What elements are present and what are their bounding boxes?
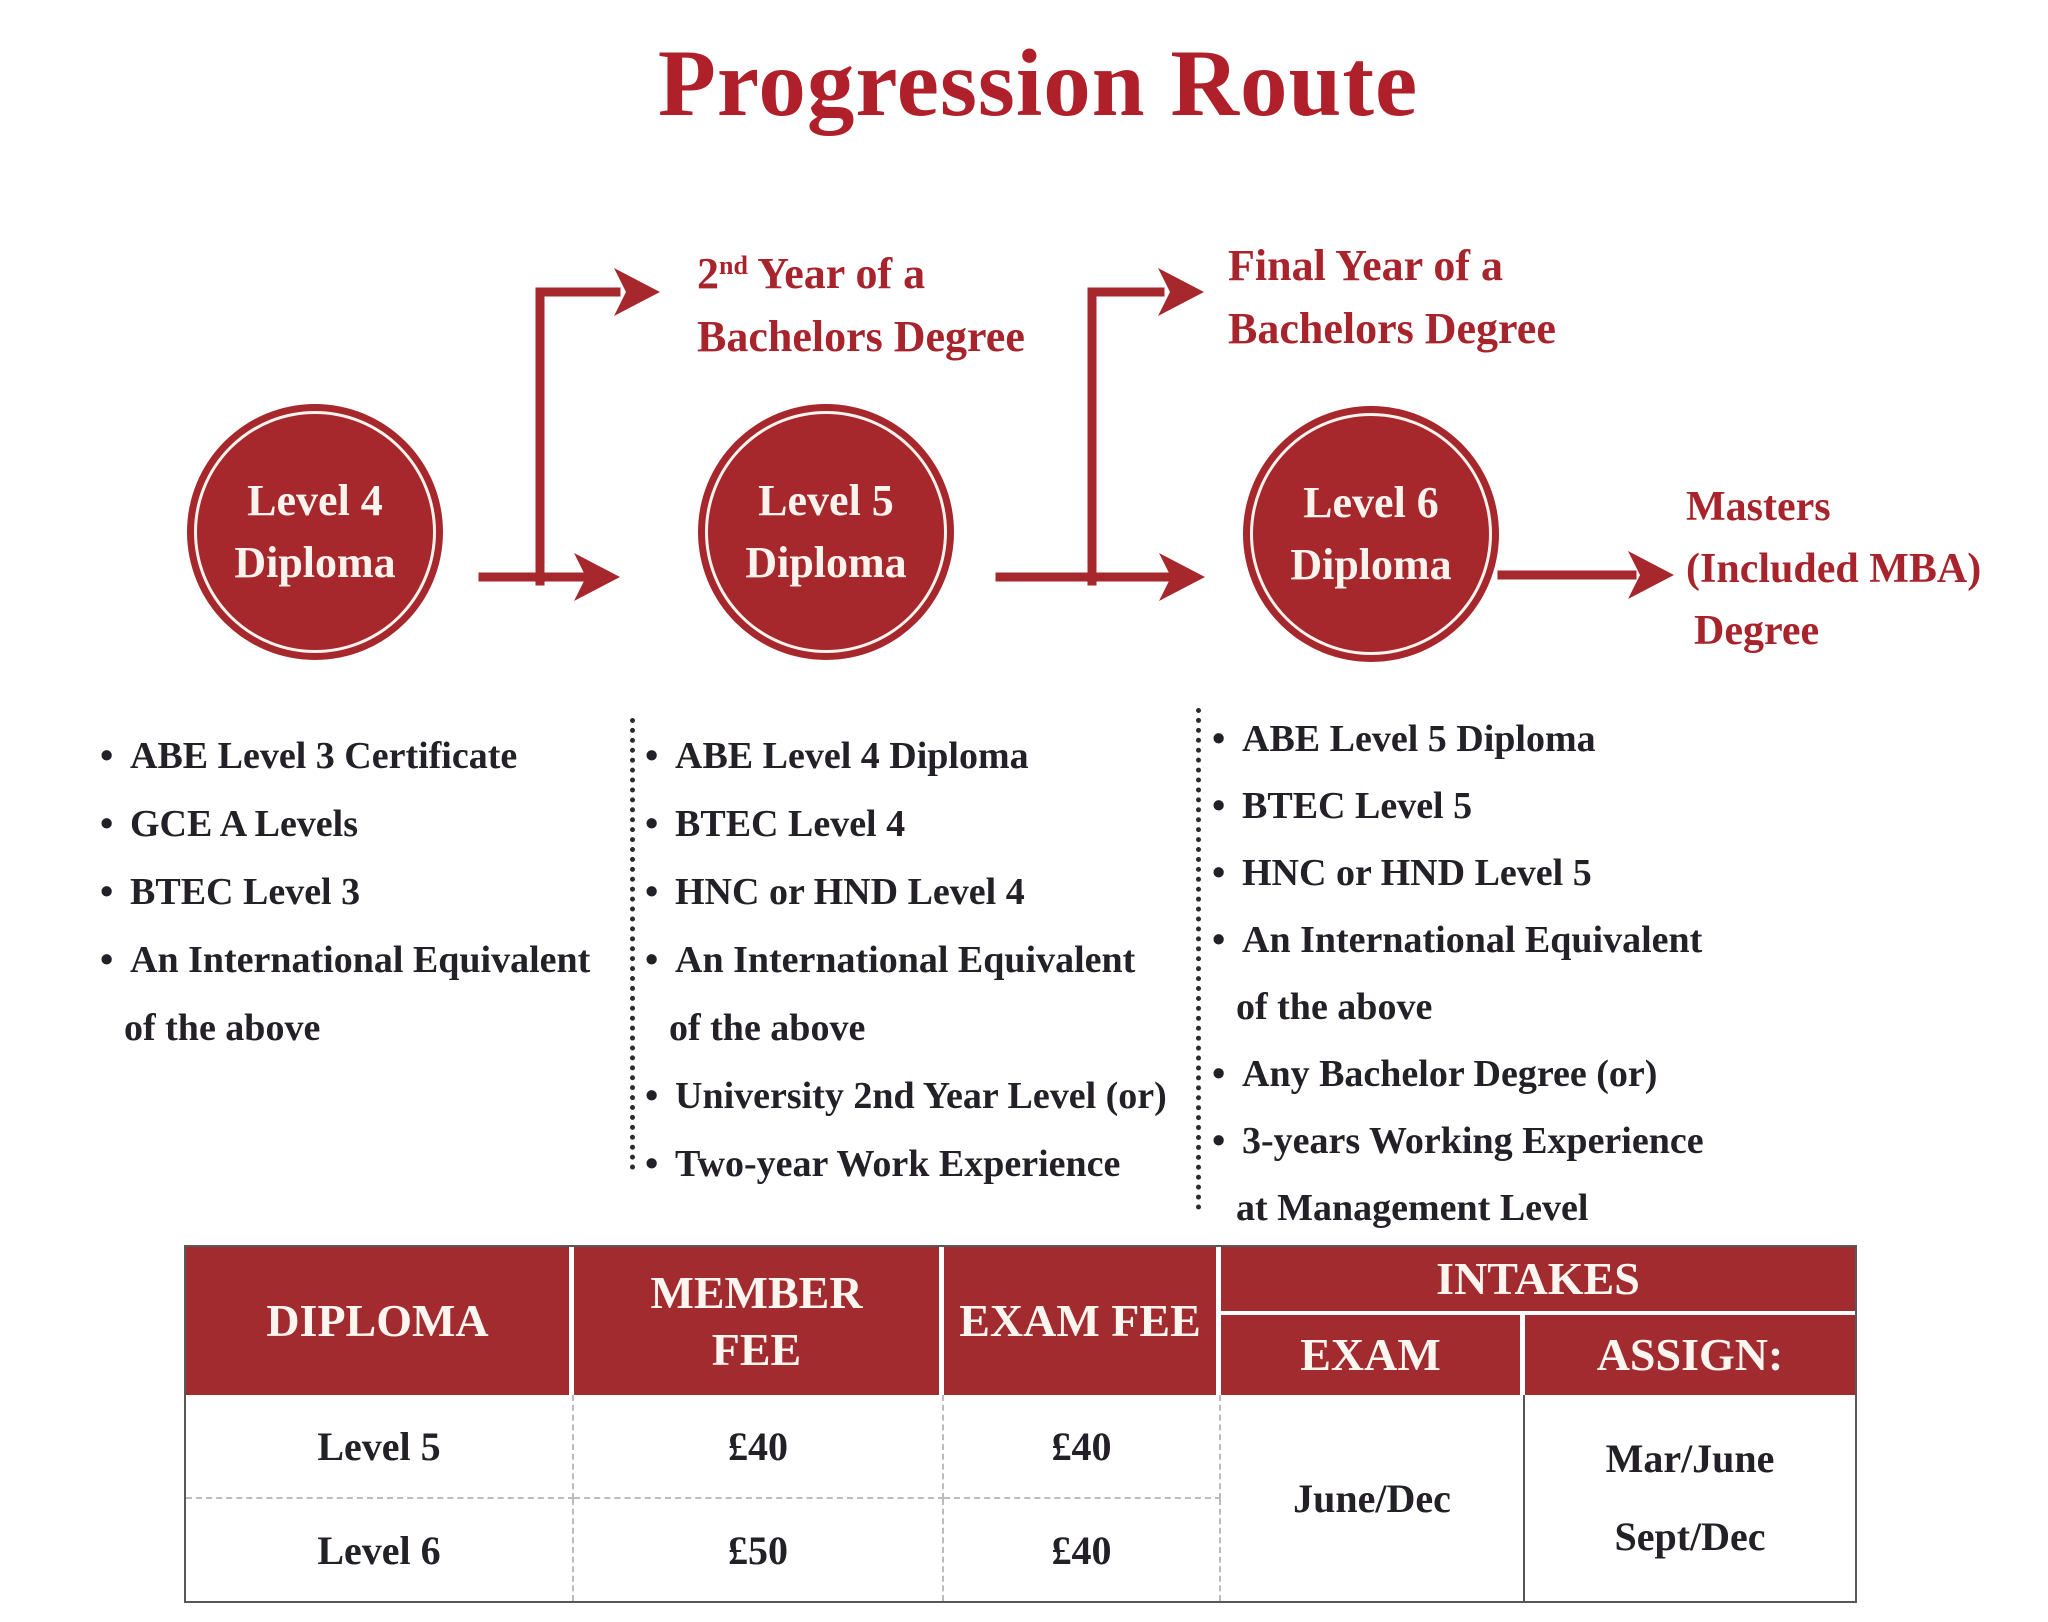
requirement-item: An International Equivalent: [645, 926, 1167, 994]
ordinal-superscript: nd: [719, 251, 748, 280]
circle-label-line2: Diploma: [1290, 540, 1452, 589]
circle-label-line2: Diploma: [745, 538, 907, 587]
header-intakes: INTAKES: [1221, 1247, 1855, 1315]
header-diploma: DIPLOMA: [186, 1247, 574, 1395]
header-member-fee: MEMBER FEE: [574, 1247, 944, 1395]
requirement-item: Any Bachelor Degree (or): [1212, 1041, 1704, 1108]
requirement-item-continuation: of the above: [669, 1007, 866, 1049]
masters-degree-label: Masters (Included MBA) Degree: [1686, 476, 1981, 662]
page-title: Progression Route: [657, 30, 1419, 136]
branch-label-line2: Bachelors Degree: [697, 312, 1025, 361]
requirement-item: ABE Level 3 Certificate: [100, 722, 590, 790]
cell-level5-exam-fee: £40: [944, 1395, 1221, 1499]
branch-label-second-year: 2nd Year of a Bachelors Degree: [697, 234, 1025, 368]
masters-label-line2: (Included MBA): [1686, 546, 1982, 592]
branch-label-line2: Bachelors Degree: [1228, 304, 1556, 353]
requirements-list-level4: ABE Level 3 Certificate GCE A Levels BTE…: [100, 722, 590, 1062]
circle-label-line1: Level 5: [758, 476, 894, 525]
branch-label-line1: 2nd Year of a: [697, 234, 1025, 305]
cell-intakes-exam: June/Dec: [1221, 1395, 1525, 1601]
cell-level6-diploma: Level 6: [186, 1499, 574, 1601]
requirements-list-level6: ABE Level 5 Diploma BTEC Level 5 HNC or …: [1212, 706, 1704, 1242]
requirement-item: BTEC Level 3: [100, 858, 590, 926]
requirement-item: Two-year Work Experience: [645, 1130, 1167, 1198]
requirement-item: GCE A Levels: [100, 790, 590, 858]
assign-line1: Mar/June: [1605, 1436, 1775, 1481]
level-5-diploma-circle: Level 5 Diploma: [698, 404, 954, 660]
circle-label-line1: Level 4: [247, 476, 383, 525]
requirements-list-level5: ABE Level 4 Diploma BTEC Level 4 HNC or …: [645, 722, 1167, 1198]
requirement-item: ABE Level 5 Diploma: [1212, 706, 1704, 773]
arrow-level4-to-level5: [478, 268, 660, 601]
cell-intakes-assign: Mar/June Sept/Dec: [1525, 1395, 1855, 1601]
branch-label-line1: Final Year of a: [1228, 241, 1503, 290]
requirement-item: BTEC Level 5: [1212, 773, 1704, 840]
requirement-item: HNC or HND Level 4: [645, 858, 1167, 926]
dotted-divider-2: [1196, 708, 1201, 1210]
circle-label-line2: Diploma: [234, 538, 396, 587]
header-intakes-assign: ASSIGN:: [1525, 1315, 1855, 1395]
arrow-level6-to-masters: [1497, 551, 1674, 599]
branch-label-final-year: Final Year of a Bachelors Degree: [1228, 234, 1556, 360]
circle-label-line1: Level 6: [1303, 478, 1439, 527]
level-6-diploma-circle: Level 6 Diploma: [1243, 406, 1499, 662]
level-4-diploma-circle: Level 4 Diploma: [187, 404, 443, 660]
header-exam-fee: EXAM FEE: [944, 1247, 1221, 1395]
dotted-divider-1: [630, 718, 635, 1170]
requirement-item-continuation: at Management Level: [1236, 1187, 1589, 1229]
ordinal-base: 2: [697, 249, 719, 298]
requirement-item: 3-years Working Experience: [1212, 1108, 1704, 1175]
requirement-item-continuation: of the above: [124, 1007, 321, 1049]
assign-line2: Sept/Dec: [1614, 1514, 1766, 1559]
cell-level5-member-fee: £40: [574, 1395, 944, 1499]
requirement-item: BTEC Level 4: [645, 790, 1167, 858]
masters-label-line3: Degree: [1694, 608, 1820, 654]
arrowhead-final-year: [1158, 268, 1204, 316]
header-intakes-exam: EXAM: [1221, 1315, 1525, 1395]
cell-level5-diploma: Level 5: [186, 1395, 574, 1499]
requirement-item: An International Equivalent: [1212, 907, 1704, 974]
requirement-item: University 2nd Year Level (or): [645, 1062, 1167, 1130]
requirement-item: HNC or HND Level 5: [1212, 840, 1704, 907]
fees-intakes-table: DIPLOMA MEMBER FEE EXAM FEE INTAKES EXAM…: [184, 1245, 1857, 1603]
requirement-item: ABE Level 4 Diploma: [645, 722, 1167, 790]
requirement-item-continuation: of the above: [1236, 986, 1433, 1028]
arrowhead-2nd-year: [614, 268, 660, 316]
requirement-item: An International Equivalent: [100, 926, 590, 994]
masters-label-line1: Masters: [1686, 484, 1831, 530]
cell-level6-exam-fee: £40: [944, 1499, 1221, 1601]
arrow-level5-to-level6: [995, 268, 1205, 601]
cell-level6-member-fee: £50: [574, 1499, 944, 1601]
ordinal-rest: Year of a: [747, 249, 926, 298]
